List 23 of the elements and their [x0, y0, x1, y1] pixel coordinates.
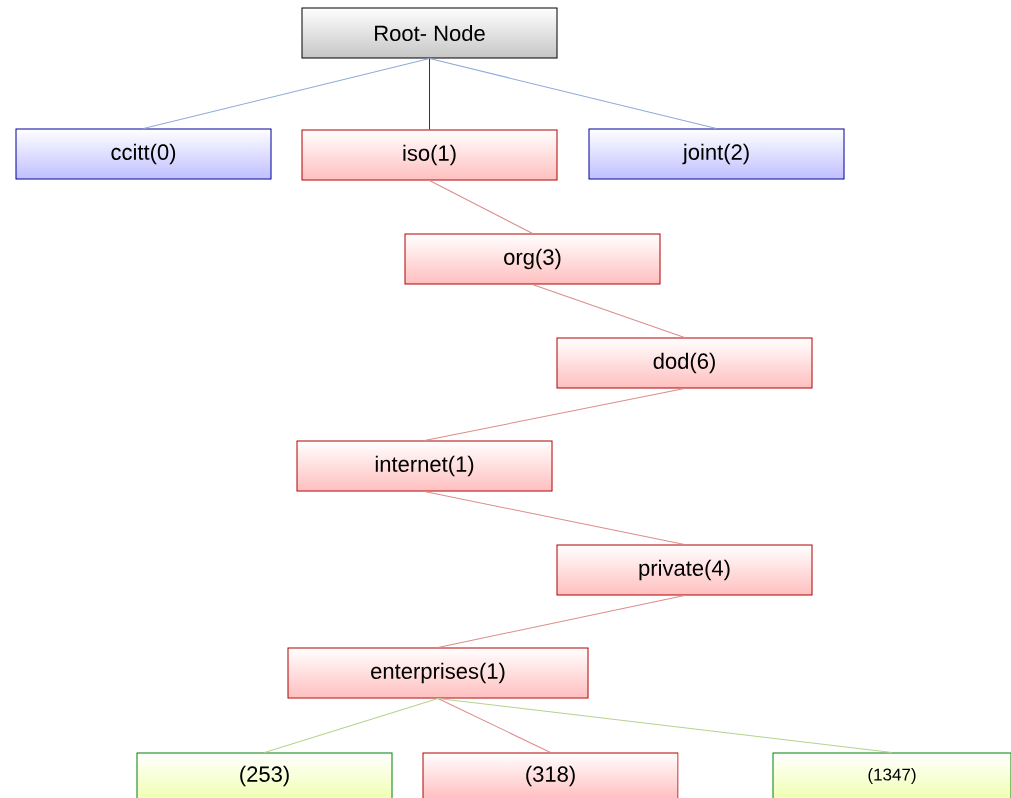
connector-line: [424, 491, 685, 545]
tree-node-box: org(3): [404, 233, 661, 285]
tree-node-box: internet(1): [296, 440, 553, 492]
tree-node-box: Root- Node: [301, 7, 558, 59]
tree-node-box: enterprises(1): [287, 647, 589, 699]
tree-node-box: dod(6): [556, 337, 813, 389]
tree-node-box: (253): [136, 752, 393, 798]
tree-node-box: ccitt(0): [15, 128, 272, 180]
tree-node-box: (1347): [772, 752, 1011, 798]
connector-line: [429, 58, 430, 130]
connector-line: [429, 180, 533, 234]
connector-line: [437, 698, 893, 753]
tree-node-box: iso(1): [301, 129, 558, 181]
connector-line: [437, 595, 685, 648]
connector-line: [429, 58, 717, 129]
tree-node-box: private(4): [556, 544, 813, 596]
tree-node-box: joint(2): [588, 128, 845, 180]
connector-line: [532, 284, 685, 338]
connector-line: [264, 698, 439, 753]
connector-line: [424, 388, 685, 441]
connector-line: [143, 58, 430, 129]
tree-node-box: (318): [422, 752, 679, 798]
connector-line: [437, 698, 551, 753]
